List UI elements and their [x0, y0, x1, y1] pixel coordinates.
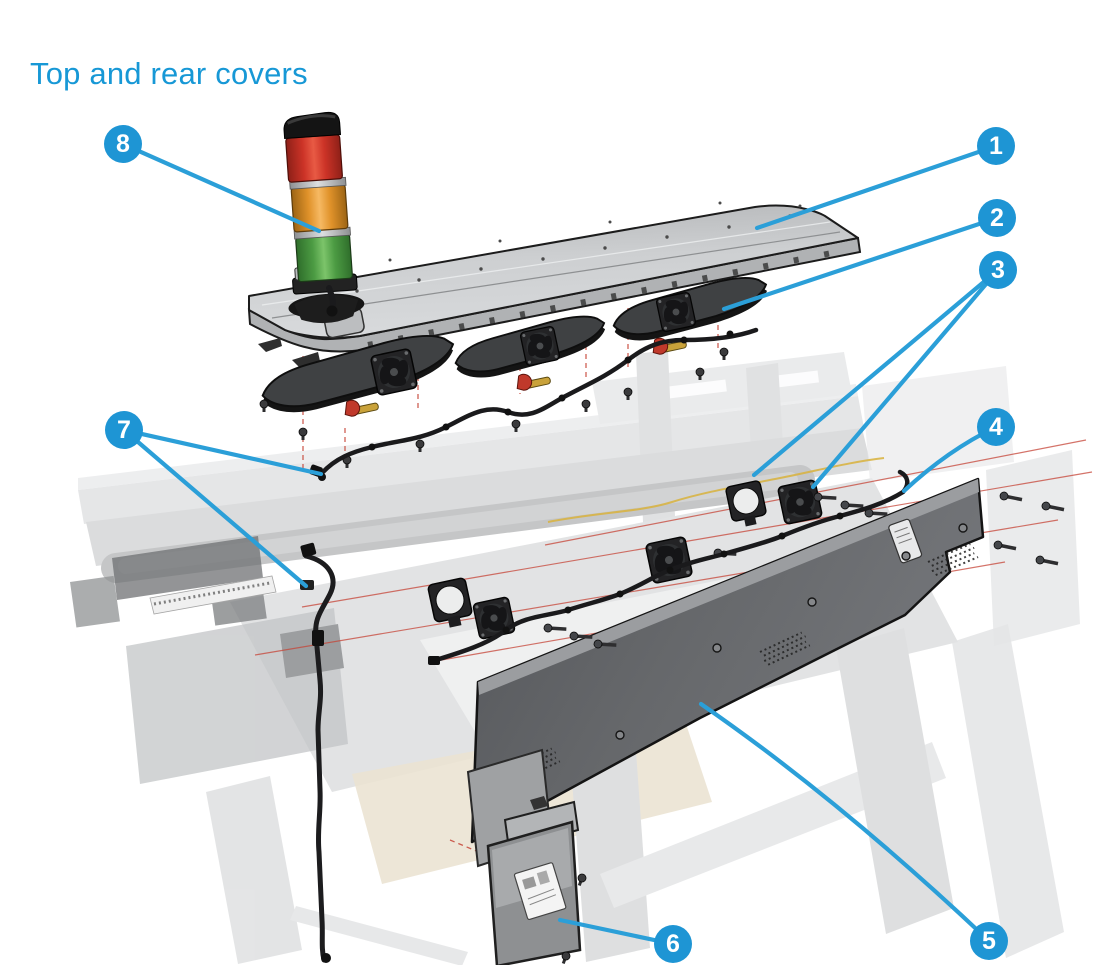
leader-7b	[121, 427, 309, 589]
callout-1: 1	[977, 127, 1015, 165]
leader-2	[721, 215, 1000, 312]
beacon-green-lamp	[295, 233, 353, 283]
leader-3a	[751, 267, 1001, 478]
rear-cover-panel	[470, 477, 985, 844]
rear-cover-label	[888, 518, 923, 564]
beacon-tower	[283, 111, 365, 324]
fan-harness-upper	[309, 327, 759, 481]
callout-7: 7	[105, 411, 143, 449]
switch-cover-label	[513, 862, 567, 921]
beacon-amber-lamp	[290, 183, 349, 233]
callout-8: 8	[104, 125, 142, 163]
page-title: Top and rear covers	[30, 56, 308, 91]
leader-7a	[121, 427, 324, 477]
callout-2: 2	[978, 199, 1016, 237]
callout-4: 4	[977, 408, 1015, 446]
callout-6: 6	[654, 925, 692, 963]
leader-lines	[120, 141, 1001, 947]
top-cover-panel	[247, 201, 862, 368]
power-switch-cover	[466, 748, 588, 965]
callout-5: 5	[970, 922, 1008, 960]
leader-3b	[810, 267, 1001, 490]
leader-5	[698, 701, 992, 944]
leader-8	[120, 141, 322, 234]
leader-1	[754, 143, 999, 231]
rear-fan-harness	[428, 469, 910, 665]
cover-screw-holes	[355, 201, 802, 293]
callout-3: 3	[979, 251, 1017, 289]
beacon-red-lamp	[285, 134, 343, 183]
ghost-carriage-mechanism	[70, 536, 348, 784]
